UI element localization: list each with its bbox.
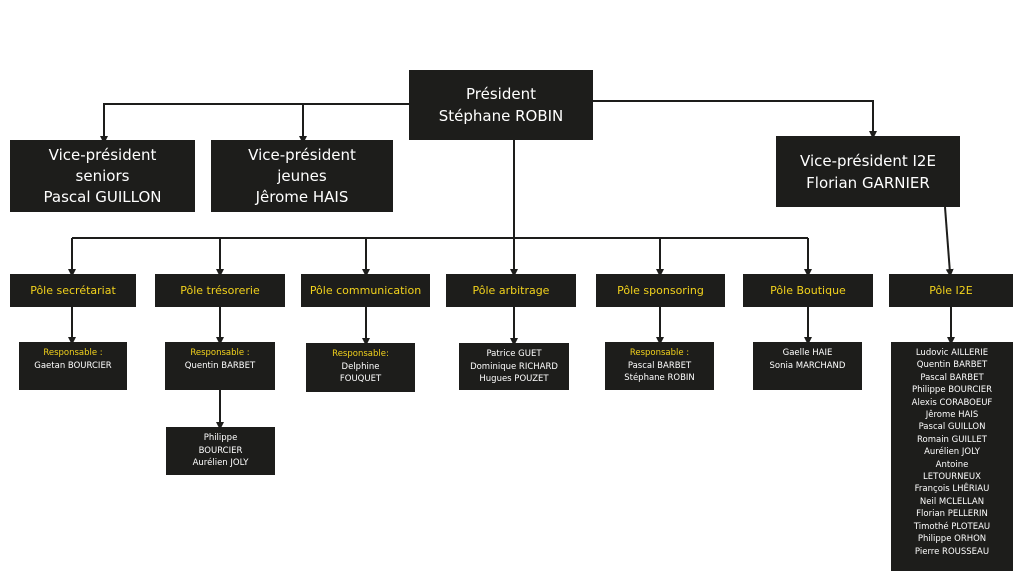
member-name: Dominique RICHARD	[470, 361, 558, 372]
members-arbitrage: Patrice GUET Dominique RICHARD Hugues PO…	[459, 343, 569, 390]
member-name: Pascal BARBET	[627, 360, 692, 371]
member-name: Quentin BARBET	[184, 360, 256, 371]
member-name: Stéphane ROBIN	[624, 373, 695, 383]
vp-i2e-box: Vice-président I2E Florian GARNIER	[776, 136, 960, 207]
member-name: Antoine	[935, 459, 969, 470]
member-name: Jêrome HAIS	[925, 410, 979, 421]
member-name: BOURCIER	[198, 445, 243, 456]
member-name: Gaelle HAIE	[782, 348, 833, 358]
members-secretariat: Responsable : Gaetan BOURCIER	[19, 342, 127, 390]
member-name: Pascal GUILLON	[918, 422, 986, 433]
member-name: Quentin BARBET	[916, 360, 988, 371]
pole-tresorerie: Pôle trésorerie	[155, 274, 285, 307]
members-i2e: Ludovic AILLERIE Quentin BARBET Pascal B…	[891, 342, 1013, 571]
member-name: Romain GUILLET	[916, 434, 987, 445]
member-name: FOUQUET	[339, 374, 382, 384]
connector-president-left	[100, 103, 412, 144]
vp-i2e-title: Vice-président I2E	[800, 151, 936, 170]
pole-i2e: Pôle I2E	[889, 274, 1013, 307]
vp-jeunes-title: Vice-président	[248, 145, 356, 164]
vp-jeunes-box: Vice-président jeunes Jêrome HAIS	[211, 140, 393, 212]
member-name: Patrice GUET	[486, 349, 542, 359]
vp-i2e-name: Florian GARNIER	[806, 173, 930, 192]
responsable-label: Responsable :	[43, 348, 103, 358]
member-name: Alexis CORABOEUF	[911, 397, 993, 408]
member-name: Hugues POUZET	[479, 374, 549, 384]
connector-president-i2e	[592, 100, 877, 139]
member-name: Gaetan BOURCIER	[34, 360, 112, 371]
member-name: Aurélien JOLY	[924, 447, 980, 458]
member-name: Pascal BARBET	[920, 372, 984, 383]
pole-arbitrage: Pôle arbitrage	[446, 274, 576, 307]
pole-boutique: Pôle Boutique	[743, 274, 873, 307]
president-title: Président	[466, 85, 536, 103]
member-name: Florian PELLERIN	[916, 509, 988, 520]
member-name: Neil MCLELLAN	[919, 496, 985, 507]
member-name: François LHÊRIAU	[914, 484, 990, 495]
members-tresorerie: Responsable : Quentin BARBET	[165, 342, 275, 390]
president-box: Président Stéphane ROBIN	[409, 70, 593, 140]
vp-seniors-box: Vice-président seniors Pascal GUILLON	[10, 140, 195, 212]
pole-secretariat: Pôle secrétariat	[10, 274, 136, 307]
member-name: Ludovic AILLERIE	[915, 348, 989, 358]
connector-vp-i2e-pole	[944, 206, 954, 277]
member-name: LETOURNEUX	[923, 472, 981, 483]
member-name: Timothé PLOTEAU	[913, 521, 991, 532]
member-name: Philippe BOURCIER	[911, 385, 993, 396]
members-communication: Responsable: Delphine FOUQUET	[306, 343, 415, 392]
vp-jeunes-name: Jêrome HAIS	[255, 187, 349, 206]
members-boutique: Gaelle HAIE Sonia MARCHAND	[753, 342, 862, 390]
vp-jeunes-role: jeunes	[277, 166, 327, 185]
members-tresorerie-extra: Philippe BOURCIER Aurélien JOLY	[166, 427, 275, 475]
president-name: Stéphane ROBIN	[438, 107, 564, 125]
vp-seniors-name: Pascal GUILLON	[43, 187, 162, 206]
members-sponsoring: Responsable : Pascal BARBET Stéphane ROB…	[605, 342, 714, 390]
vp-seniors-title: Vice-président	[48, 145, 157, 164]
member-name: Sonia MARCHAND	[769, 360, 846, 371]
member-name: Philippe ORHON	[917, 534, 987, 545]
member-name: Philippe	[203, 433, 238, 443]
vp-seniors-role: seniors	[75, 166, 130, 185]
member-name: Aurélien JOLY	[192, 458, 249, 468]
responsable-label: Responsable :	[629, 348, 690, 358]
member-name: Delphine	[341, 361, 380, 372]
responsable-label: Responsable:	[332, 349, 389, 359]
pole-communication: Pôle communication	[301, 274, 430, 307]
responsable-label: Responsable :	[190, 348, 250, 358]
pole-sponsoring: Pôle sponsoring	[596, 274, 725, 307]
member-name: Pierre ROUSSEAU	[914, 546, 990, 557]
